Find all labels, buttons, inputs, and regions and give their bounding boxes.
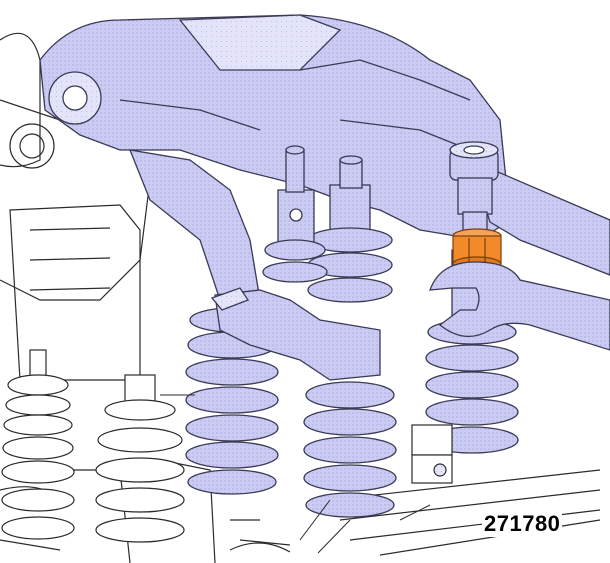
rocker-arm-icon <box>39 14 511 321</box>
valve-spring-left-icon <box>1 349 185 543</box>
detail-linework <box>160 394 431 554</box>
socket-wrench-icon <box>449 141 610 276</box>
open-end-wrench-icon <box>429 261 610 351</box>
valve-stem-left-icon <box>262 145 328 283</box>
clamp-bracket-icon <box>411 424 453 484</box>
valve-bridge-icon <box>210 287 381 381</box>
figure-reference-number: 271780 <box>482 511 563 537</box>
valve-spring-center-icon <box>303 155 397 518</box>
